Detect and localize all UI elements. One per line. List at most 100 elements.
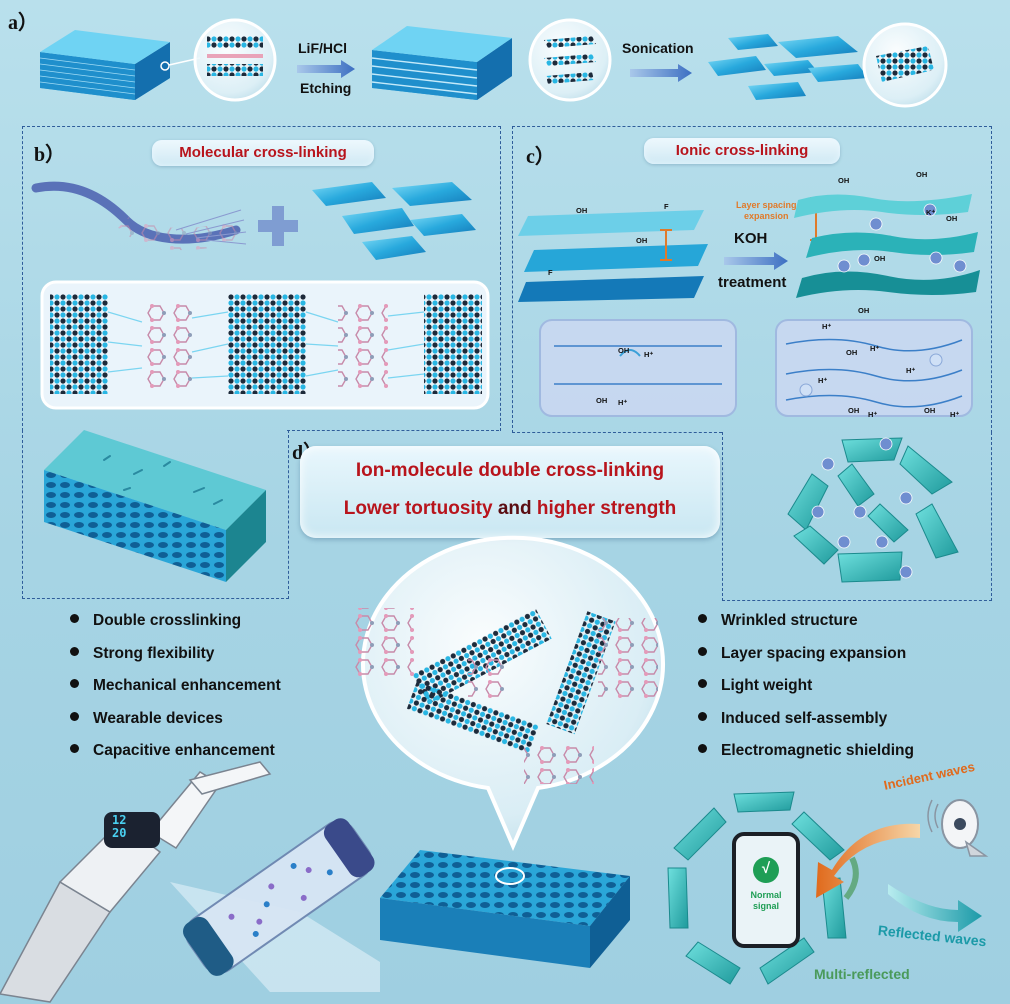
oh-label: OH (858, 306, 870, 315)
polymer-fiber (31, 181, 247, 251)
bullet-text: Wrinkled structure (721, 612, 858, 629)
mxene-stack-etched (371, 26, 512, 100)
arrow-etching (297, 60, 355, 78)
bullet-text: Light weight (721, 677, 813, 694)
etching-label-top: LiF/HCl (298, 40, 347, 56)
left-bullet-item: Capacitive enhancement (70, 741, 281, 774)
banner-text: Ion-molecule (355, 460, 479, 481)
banner-text-emph: higher strength (536, 498, 677, 519)
etching-label-bottom: Etching (300, 80, 352, 96)
bullet-text: Strong flexibility (93, 644, 215, 662)
panel-d-banner: Ion-molecule double cross-linking Lower … (300, 446, 720, 538)
h-label: H⁺ (870, 344, 880, 353)
zoom-bubble-network (354, 535, 665, 852)
panel-a-letter: a） (8, 12, 38, 34)
bullet-dot (70, 711, 79, 721)
bullet-text: Electromagnetic shielding (721, 742, 914, 759)
panel-c-box-step (512, 432, 722, 433)
bullet-dot (698, 614, 707, 623)
bullet-dot (698, 744, 707, 753)
k-assembly-ring (787, 437, 959, 583)
bullet-text: Capacitive enhancement (93, 742, 275, 759)
panel-b-title: Molecular cross-linking (152, 140, 374, 166)
treatment-label: treatment (718, 274, 787, 291)
signal-label-line: signal (752, 901, 779, 911)
right-bullet-item: Induced self-assembly (698, 709, 914, 742)
bullet-text: Mechanical enhancement (93, 677, 281, 694)
h-label: H⁺ (868, 410, 878, 419)
spacing-marker-small (660, 229, 672, 261)
right-bullet-item: Layer spacing expansion (698, 644, 914, 677)
robot-arm-device (0, 761, 380, 1003)
zoom-bubble-separated (528, 18, 612, 102)
banner-text: and (497, 498, 537, 519)
oh-label: OH (838, 176, 850, 185)
h-label: H⁺ (906, 366, 916, 375)
left-bullet-item: Wearable devices (70, 709, 281, 742)
arrow-sonication (630, 64, 692, 82)
h-label: H⁺ (822, 322, 832, 331)
reflected-wave-arrow (888, 884, 982, 932)
oh-label: OH (946, 214, 958, 223)
mxene-stack-bulk (39, 30, 170, 100)
left-bullet-item: Strong flexibility (70, 644, 281, 677)
left-bullet-list: Double crosslinking Strong flexibility M… (70, 611, 281, 774)
plus-icon (258, 206, 298, 246)
bullet-text: Double crosslinking (93, 612, 242, 629)
watch-hour: 12 (112, 813, 127, 827)
f-label: F (664, 202, 669, 211)
bullet-dot (70, 744, 79, 753)
normal-signal-label: Normal signal (738, 890, 794, 912)
panel-c-box-top (512, 126, 992, 433)
oh-label: OH (576, 206, 588, 215)
panel-b-box-bottom (22, 430, 289, 599)
oh-label: OH (848, 406, 860, 415)
gel-block-after (775, 319, 973, 417)
sonication-label: Sonication (622, 40, 694, 56)
zoom-bubble-monolayer (862, 22, 948, 108)
mxene-flakes-b (312, 182, 476, 260)
satellite-dish-icon (927, 799, 989, 857)
spacing-expansion-label: Layer spacing expansion (736, 200, 797, 222)
bullet-text: Layer spacing expansion (721, 644, 907, 662)
right-bullet-item: Electromagnetic shielding (698, 741, 914, 774)
bullet-dot (70, 646, 79, 656)
panel-c-box-bottom (722, 432, 992, 601)
oh-label: OH (636, 236, 648, 245)
gel-block-before (539, 319, 737, 417)
emi-octagon-shield (667, 791, 847, 985)
banner-text-emph: double cross-linking (478, 460, 665, 481)
h-label: H⁺ (950, 410, 960, 419)
right-bullet-item: Light weight (698, 676, 914, 709)
panel-b-letter: b） (34, 144, 66, 166)
panel-c-title: Ionic cross-linking (644, 138, 840, 164)
mxene-film-block (44, 430, 266, 582)
oh-label: OH (596, 396, 608, 405)
spacing-label-line: expansion (744, 211, 789, 221)
left-bullet-item: Mechanical enhancement (70, 676, 281, 709)
oh-label: OH (618, 346, 630, 355)
bullet-text: Induced self-assembly (721, 709, 888, 727)
watch-minute: 20 (112, 826, 127, 840)
incident-wave-arrow (816, 823, 920, 900)
bullet-dot (698, 646, 707, 656)
banner-text: Lower tortuosity (343, 498, 498, 519)
k-label: K⁺ (926, 208, 936, 217)
spacing-label-line: Layer spacing (736, 200, 797, 210)
multi-reflected-label: Multi-reflected (814, 966, 910, 982)
porous-film (380, 850, 630, 968)
bullet-text: Wearable devices (93, 709, 223, 727)
f-label: F (548, 268, 553, 277)
watch-time: 12 20 (112, 814, 126, 840)
panel-b-box-step (287, 430, 499, 431)
oh-label: OH (874, 254, 886, 263)
h-label: H⁺ (644, 350, 654, 359)
right-bullet-list: Wrinkled structure Layer spacing expansi… (698, 611, 914, 774)
arrow-koh (724, 252, 788, 270)
phone-icon (732, 832, 800, 948)
panel-b-box-top (22, 126, 501, 431)
molecular-crosslink-diagram (40, 280, 490, 410)
bullet-dot (698, 711, 707, 721)
h-label: H⁺ (818, 376, 828, 385)
